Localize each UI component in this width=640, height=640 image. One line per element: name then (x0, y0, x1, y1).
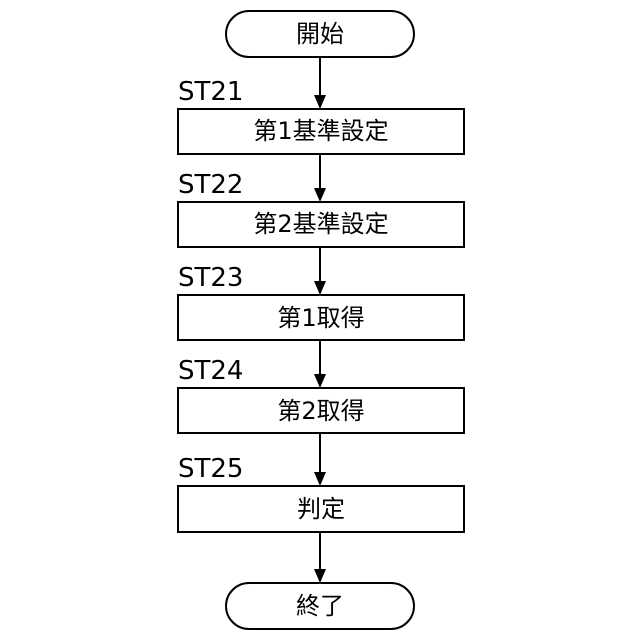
arrow-head (314, 95, 326, 109)
step-id-st24: ST24 (178, 356, 243, 386)
arrow-st23-to-st24 (314, 340, 326, 388)
start-terminal-label: 開始 (296, 20, 344, 48)
start-terminal: 開始 (226, 11, 414, 57)
process-label-st23: 第1取得 (277, 304, 364, 332)
step-id-st25: ST25 (178, 454, 243, 484)
process-label-st24: 第2取得 (277, 397, 364, 425)
arrow-head (314, 472, 326, 486)
step-id-st21: ST21 (178, 77, 243, 107)
process-label-st22: 第2基準設定 (253, 210, 388, 238)
process-label-st21: 第1基準設定 (253, 117, 388, 145)
arrow-st25-to-end (314, 532, 326, 583)
arrow-head (314, 281, 326, 295)
arrow-st22-to-st23 (314, 247, 326, 295)
step-id-st23: ST23 (178, 263, 243, 293)
arrow-start-to-st21 (314, 57, 326, 109)
arrow-st24-to-st25 (314, 433, 326, 486)
step-id-st22: ST22 (178, 170, 243, 200)
arrow-head (314, 188, 326, 202)
end-terminal-label: 終了 (296, 592, 344, 620)
arrow-head (314, 374, 326, 388)
arrow-head (314, 569, 326, 583)
arrow-st21-to-st22 (314, 154, 326, 202)
process-label-st25: 判定 (297, 495, 345, 523)
end-terminal: 終了 (226, 583, 414, 629)
